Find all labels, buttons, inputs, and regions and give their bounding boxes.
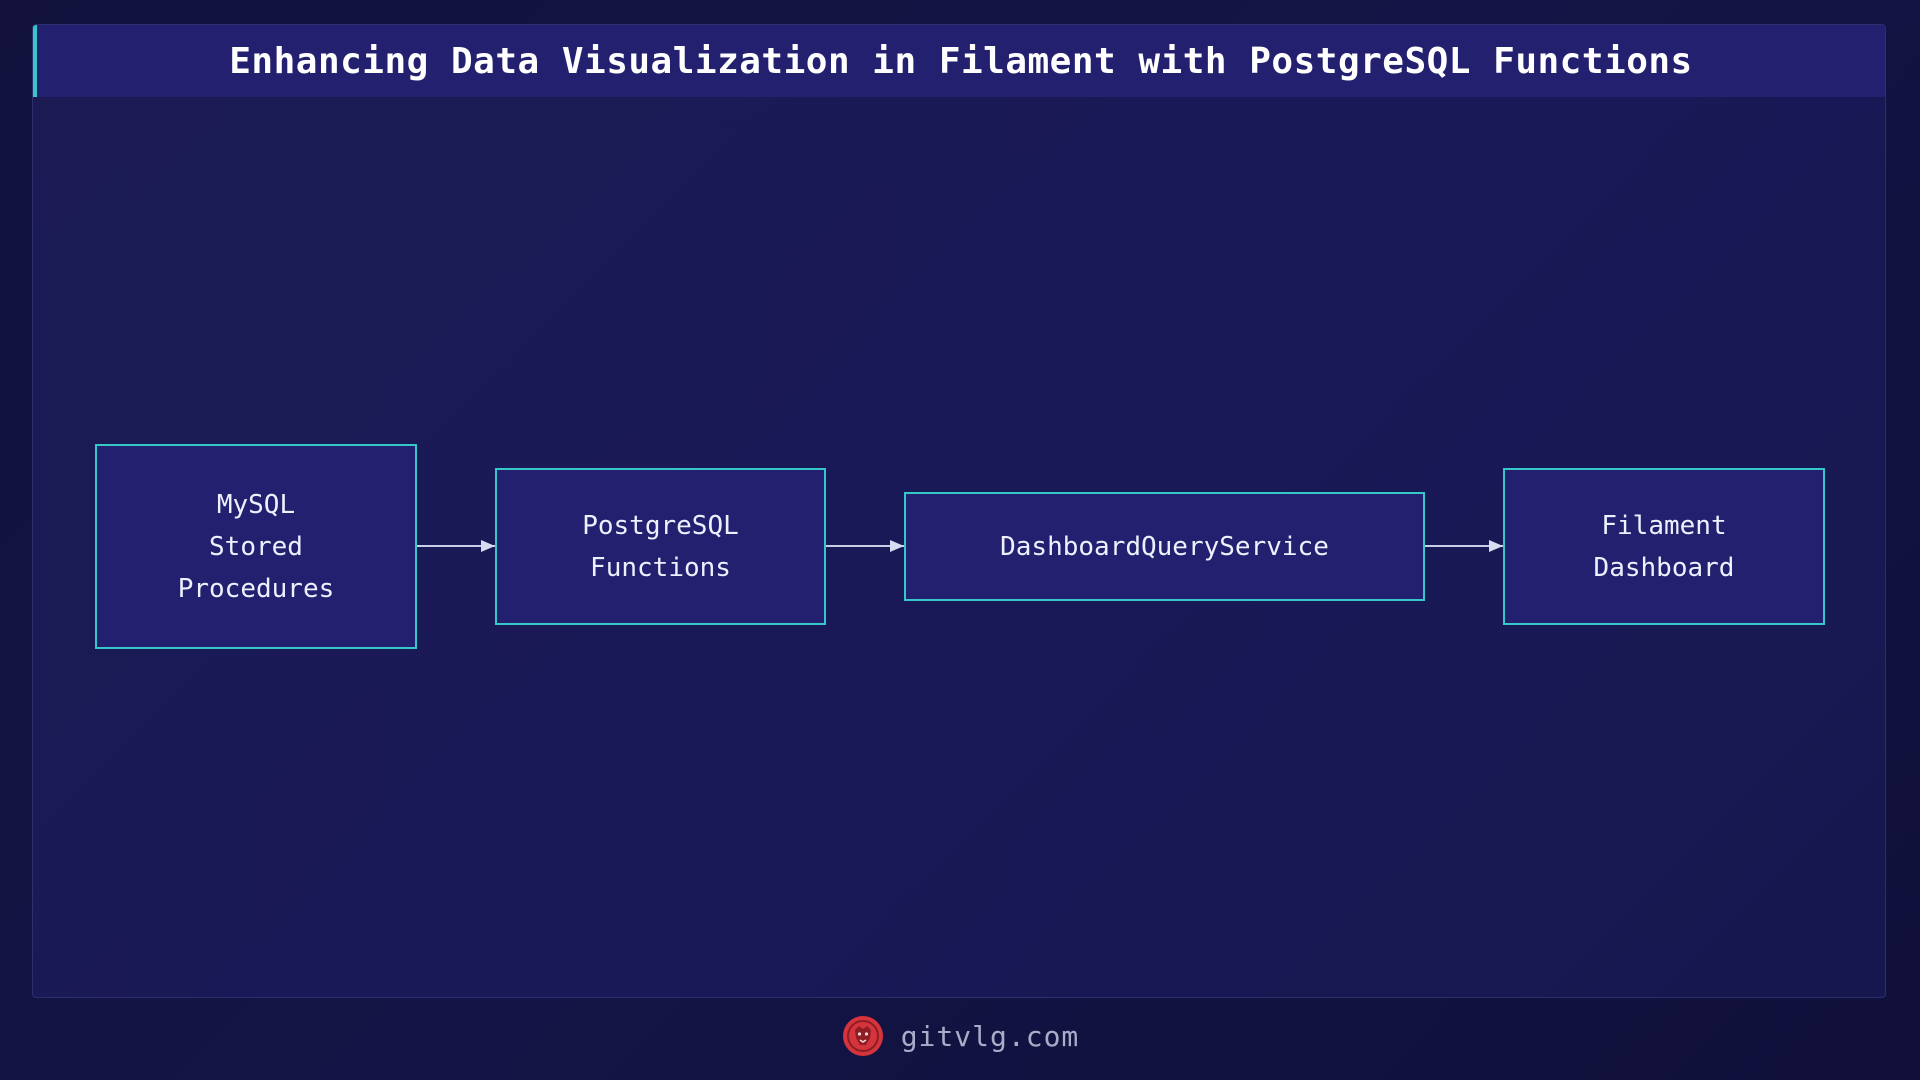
footer: gitvlg.com (0, 1010, 1920, 1062)
site-url[interactable]: gitvlg.com (900, 1019, 1080, 1053)
page-title: Enhancing Data Visualization in Filament… (229, 40, 1693, 82)
node-postgresql-functions: PostgreSQL Functions (495, 468, 826, 625)
title-bar: Enhancing Data Visualization in Filament… (33, 25, 1885, 97)
node-label: DashboardQueryService (1000, 531, 1329, 562)
node-dashboard-query-service: DashboardQueryService (904, 492, 1425, 601)
node-label: PostgreSQL Functions (582, 510, 739, 583)
node-label: Filament Dashboard (1593, 510, 1735, 583)
node-filament-dashboard: Filament Dashboard (1503, 468, 1825, 625)
node-mysql-stored-procedures: MySQL Stored Procedures (95, 444, 417, 649)
node-label: MySQL Stored Procedures (177, 489, 335, 604)
lion-head-icon[interactable] (841, 1014, 885, 1058)
